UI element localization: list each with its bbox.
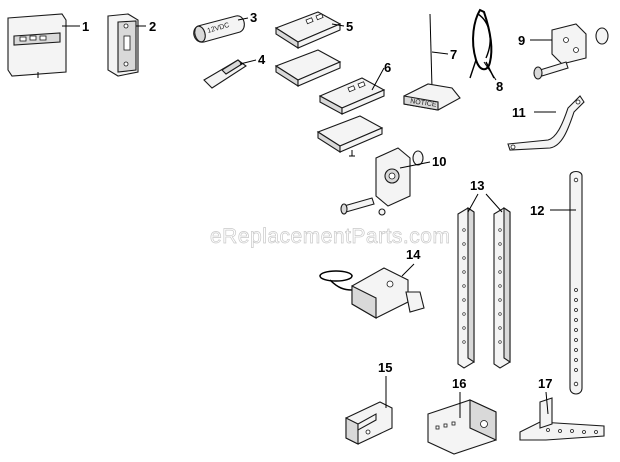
leader-lines — [62, 17, 576, 418]
part-12-strap — [569, 170, 583, 395]
callout-9: 9 — [518, 33, 525, 48]
part-8-wire-coil — [469, 8, 495, 79]
callout-13: 13 — [470, 178, 484, 193]
callout-10: 10 — [432, 154, 446, 169]
part-16-l-bracket — [427, 399, 497, 455]
part-1-wall-control — [7, 13, 67, 78]
callout-4: 4 — [258, 52, 266, 67]
callout-11: 11 — [512, 105, 526, 120]
part-13-angle-brackets — [457, 206, 511, 369]
callout-6: 6 — [384, 60, 391, 75]
watermark: eReplacementParts.com — [210, 225, 450, 248]
callout-1: 1 — [82, 19, 89, 34]
part-2-door-control — [107, 13, 139, 77]
part-5-remote-control — [274, 11, 342, 88]
part-7-notice-plate: NOTICE — [403, 13, 461, 111]
part-9-safety-bracket — [533, 23, 609, 80]
callout-7: 7 — [450, 47, 457, 62]
callout-numbers: 1 2 3 4 5 6 7 8 9 10 11 12 13 14 15 16 1… — [82, 10, 552, 391]
part-6-remote-control — [316, 77, 386, 157]
callout-17: 17 — [538, 376, 552, 391]
callout-8: 8 — [496, 79, 503, 94]
callout-16: 16 — [452, 376, 466, 391]
part-14-sensor-module — [319, 267, 425, 319]
callout-5: 5 — [346, 19, 353, 34]
part-11-curved-arm — [507, 95, 585, 151]
callout-3: 3 — [250, 10, 257, 25]
callout-15: 15 — [378, 360, 392, 375]
part-17-angle-bracket — [519, 397, 605, 441]
callout-14: 14 — [406, 247, 421, 262]
part-3-battery: 12VDC — [193, 15, 245, 43]
part-4-visor-clip — [203, 59, 247, 89]
part-10-safety-sensor — [340, 147, 424, 216]
callout-2: 2 — [149, 19, 156, 34]
notice-label: NOTICE — [410, 98, 437, 109]
callout-12: 12 — [530, 203, 544, 218]
part-15-u-bracket — [345, 401, 393, 445]
